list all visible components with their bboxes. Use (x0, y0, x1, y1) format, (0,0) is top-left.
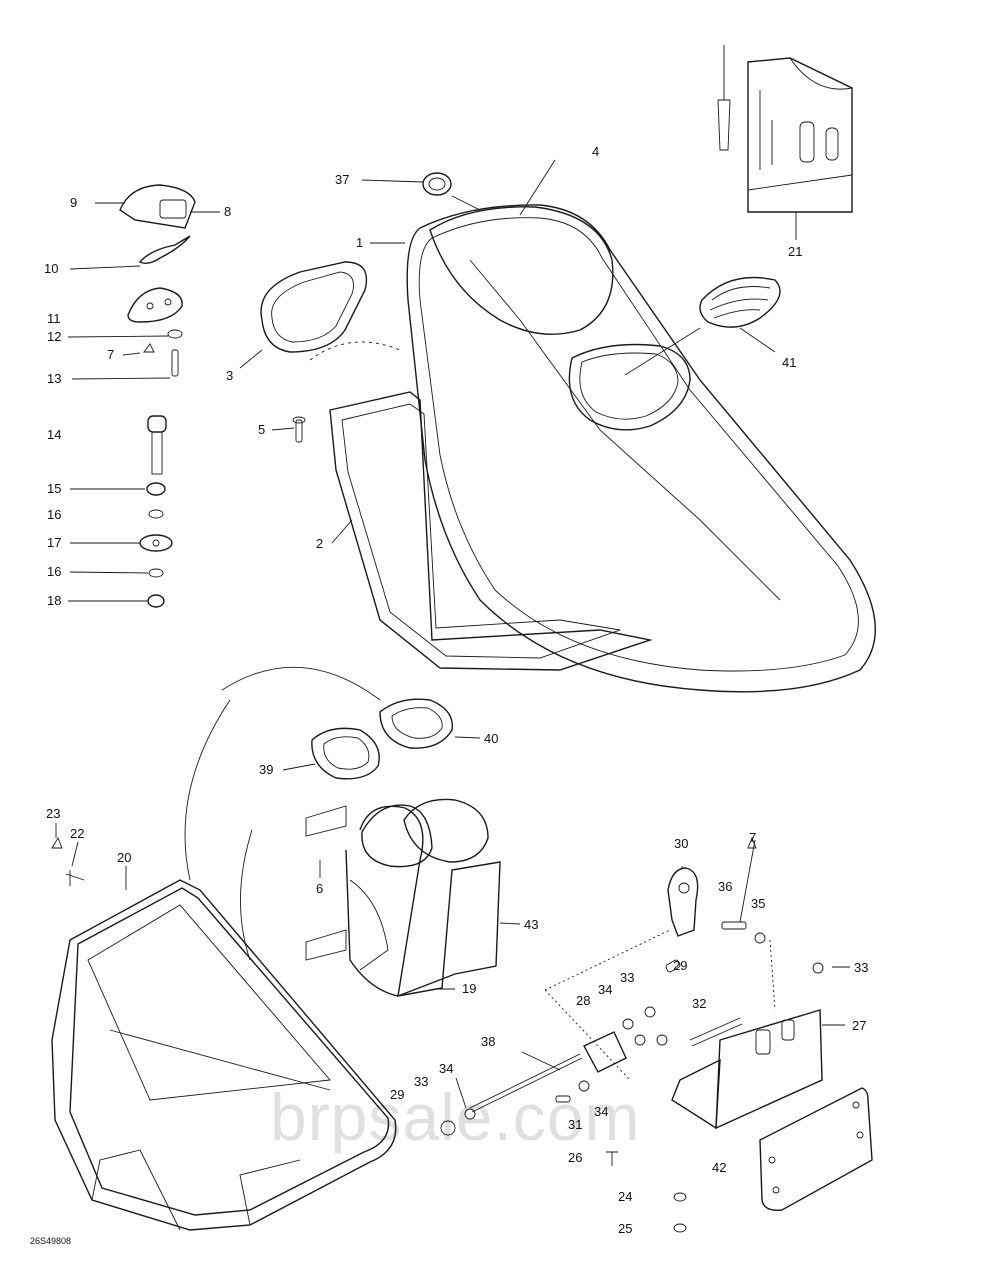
callout-24: 24 (618, 1189, 632, 1204)
callout-31: 31 (568, 1117, 582, 1132)
callout-19: 19 (462, 981, 476, 996)
callout-1: 1 (356, 235, 363, 250)
drawing-code: 26S49808 (30, 1236, 71, 1246)
callout-28: 28 (576, 993, 590, 1008)
callout-30: 30 (674, 836, 688, 851)
callout-33c: 33 (414, 1074, 428, 1089)
callout-17: 17 (47, 535, 61, 550)
screw (292, 416, 306, 443)
vent-grille (699, 276, 781, 328)
callout-34a: 34 (598, 982, 612, 997)
gasket-rings (311, 698, 454, 780)
callout-23: 23 (46, 806, 60, 821)
callout-38: 38 (481, 1034, 495, 1049)
callout-5: 5 (258, 422, 265, 437)
callout-15: 15 (47, 481, 61, 496)
callout-39: 39 (259, 762, 273, 777)
callout-3: 3 (226, 368, 233, 383)
callout-29b: 29 (390, 1087, 404, 1102)
callout-8: 8 (224, 204, 231, 219)
callout-7a: 7 (107, 347, 114, 362)
storage-housing (184, 666, 501, 997)
callout-26: 26 (568, 1150, 582, 1165)
callout-9: 9 (70, 195, 77, 210)
watermark: brpsale.com (270, 1080, 641, 1154)
callout-32: 32 (692, 996, 706, 1011)
callout-4: 4 (592, 144, 599, 159)
callout-35: 35 (751, 896, 765, 911)
callout-16b: 16 (47, 564, 61, 579)
lock-hardware (440, 836, 873, 1233)
callout-42: 42 (712, 1160, 726, 1175)
callout-6: 6 (316, 881, 323, 896)
callout-36: 36 (718, 879, 732, 894)
callout-7b: 7 (749, 830, 756, 845)
latch-hardware (119, 184, 196, 608)
callout-2: 2 (316, 536, 323, 551)
callout-11: 11 (47, 311, 61, 326)
callout-34c: 34 (594, 1104, 608, 1119)
callout-labels: 9 8 10 11 12 7 13 14 15 16 17 16 18 37 1… (30, 144, 868, 1246)
callout-37: 37 (335, 172, 349, 187)
callout-33a: 33 (854, 960, 868, 975)
leader-lines (55, 159, 850, 1109)
callout-12: 12 (47, 329, 61, 344)
callout-21: 21 (788, 244, 802, 259)
tool-kit-pouch (717, 45, 853, 213)
storage-tub (51, 836, 397, 1231)
callout-33b: 33 (620, 970, 634, 985)
callout-22: 22 (70, 826, 84, 841)
callout-27: 27 (852, 1018, 866, 1033)
callout-13: 13 (47, 371, 61, 386)
callout-14: 14 (47, 427, 61, 442)
callout-29a: 29 (673, 958, 687, 973)
grommet (422, 172, 452, 196)
callout-20: 20 (117, 850, 131, 865)
callout-43: 43 (524, 917, 538, 932)
callout-25: 25 (618, 1221, 632, 1236)
callout-10: 10 (44, 261, 58, 276)
callout-18: 18 (47, 593, 61, 608)
seal-ring (260, 261, 368, 353)
callout-16a: 16 (47, 507, 61, 522)
storage-cover-assembly (309, 204, 876, 693)
callout-40: 40 (484, 731, 498, 746)
callout-41: 41 (782, 355, 796, 370)
callout-34b: 34 (439, 1061, 453, 1076)
release-handle (667, 867, 699, 937)
